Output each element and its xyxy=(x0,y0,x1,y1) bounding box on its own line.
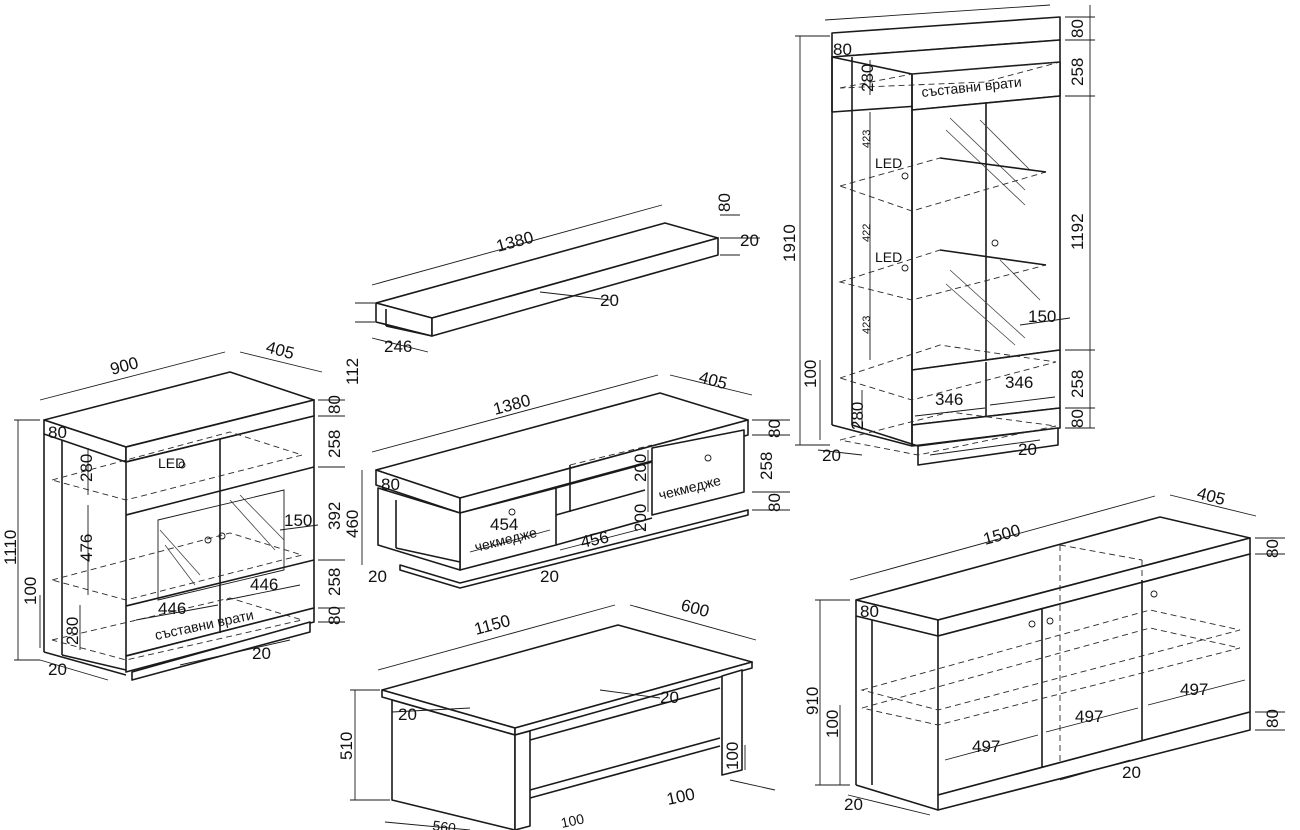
dresser-door-a-dim: 446 xyxy=(158,599,186,618)
vitrine-bottom-fascia-dim: 258 xyxy=(1068,370,1087,398)
vitrine-shelf-1-dim: 423 xyxy=(861,130,873,148)
sideboard-depth-dim: 405 xyxy=(1195,484,1227,510)
sideboard-plinth-dim: 80 xyxy=(1263,709,1282,728)
sideboard-corner-dim: 80 xyxy=(860,602,879,621)
table-edge-dim: 20 xyxy=(398,705,417,724)
vitrine-glass-step-dim: 150 xyxy=(1028,307,1056,326)
sideboard-leg-dim: 100 xyxy=(823,710,842,738)
sideboard-plinth-gap-dim: 20 xyxy=(1122,763,1141,782)
tv-corner-dim: 80 xyxy=(381,475,400,494)
tv-plinth-dim: 80 xyxy=(765,493,784,512)
shelf-lip-dim: 20 xyxy=(740,231,759,250)
shelf-height-dim: 80 xyxy=(715,193,734,212)
dresser-door-b-dim: 446 xyxy=(250,575,278,594)
vitrine-door-a-dim: 346 xyxy=(935,390,963,409)
sideboard-side-dim: 20 xyxy=(844,795,863,814)
vitrine-height-dim: 1910 xyxy=(780,224,799,262)
vitrine-side-dim: 20 xyxy=(822,446,841,465)
sideboard-door-b-dim: 497 xyxy=(1075,707,1103,726)
vitrine-inner-top-dim: 280 xyxy=(858,64,877,92)
dresser-lower-dim: 258 xyxy=(325,568,344,596)
vitrine-glass-dim: 1192 xyxy=(1068,213,1087,250)
coffee-table: 1150 600 510 20 20 100 100 100 560 xyxy=(337,596,776,830)
dresser-cabinet: 900 405 80 258 392 258 80 1110 80 280 47… xyxy=(1,338,345,681)
dresser-inner-bottom-dim: 280 xyxy=(63,617,82,645)
vitrine-led-2: LED xyxy=(875,249,902,265)
table-base-dim: 560 xyxy=(432,817,458,830)
sideboard-door-c-dim: 497 xyxy=(1180,680,1208,699)
tv-niche-2-dim: 200 xyxy=(631,504,650,532)
vitrine-leg-dim: 100 xyxy=(801,360,820,388)
vitrine-plinth-gap-dim: 20 xyxy=(1018,440,1037,459)
tv-height-dim: 460 xyxy=(343,510,362,538)
dresser-inner-top-dim: 280 xyxy=(77,454,96,482)
vitrine-corner-dim: 80 xyxy=(833,40,852,59)
dresser-glass-dim: 392 xyxy=(325,502,344,530)
dresser-plinth-gap-dim: 20 xyxy=(252,644,271,663)
vitrine-led-1: LED xyxy=(875,155,902,171)
dresser-plinth-dim: 80 xyxy=(325,606,344,625)
tv-plinth-gap-dim: 20 xyxy=(540,567,559,586)
tv-drawer-w-dim: 454 xyxy=(490,515,518,534)
sideboard-width-dim: 1500 xyxy=(981,521,1022,549)
tv-niche-1-dim: 200 xyxy=(631,454,650,482)
sideboard-cabinet: 1500 405 80 80 910 100 80 497 497 497 20… xyxy=(803,484,1285,816)
vitrine-plinth-dim: 80 xyxy=(1068,409,1087,428)
tv-side-dim: 20 xyxy=(368,567,387,586)
vitrine-inner-bottom-dim: 280 xyxy=(848,402,867,430)
table-leg-b-dim: 100 xyxy=(665,784,697,808)
sideboard-top-dim: 80 xyxy=(1263,539,1282,558)
shelf-inner-dim: 20 xyxy=(600,291,619,310)
dresser-side-dim: 20 xyxy=(48,660,67,679)
table-edge-b-dim: 20 xyxy=(660,688,679,707)
wall-shelf: 1380 80 20 20 246 112 xyxy=(343,193,760,385)
dresser-inner-mid-dim: 476 xyxy=(77,534,96,562)
sideboard-door-a-dim: 497 xyxy=(972,737,1000,756)
wall-gap-dim: 112 xyxy=(343,358,362,385)
dresser-top-dim: 80 xyxy=(325,395,344,414)
tv-unit: 1380 405 80 258 80 460 80 200 200 454 45… xyxy=(343,368,790,589)
tv-depth-dim: 405 xyxy=(697,368,729,394)
shelf-depth-dim: 246 xyxy=(384,337,412,356)
table-leg-dim: 100 xyxy=(723,742,742,770)
dresser-upper-dim: 258 xyxy=(325,430,344,458)
table-depth-dim: 600 xyxy=(679,596,711,622)
vitrine-top-fascia-dim: 258 xyxy=(1068,58,1087,86)
dresser-leg-dim: 100 xyxy=(21,577,40,605)
dresser-corner-dim: 80 xyxy=(48,423,67,442)
dresser-led-label: LED xyxy=(158,455,185,471)
table-height-dim: 510 xyxy=(337,732,356,760)
dresser-step-dim: 150 xyxy=(284,511,312,530)
vitrine-top-thk-dim: 80 xyxy=(1068,19,1087,38)
vitrine-cabinet: 80 80 258 1910 1192 258 80 280 423 422 4… xyxy=(780,4,1095,466)
tv-drawer-h-dim: 258 xyxy=(757,452,776,480)
vitrine-shelf-2-dim: 422 xyxy=(861,224,873,242)
tv-top-dim: 80 xyxy=(765,419,784,438)
vitrine-shelf-3-dim: 423 xyxy=(861,316,873,334)
table-leg-c-dim: 100 xyxy=(559,810,585,830)
vitrine-door-b-dim: 346 xyxy=(1005,373,1033,392)
sideboard-height-dim: 910 xyxy=(803,687,822,715)
shelf-width-dim: 1380 xyxy=(494,228,535,256)
dresser-height-dim: 1110 xyxy=(1,530,20,565)
